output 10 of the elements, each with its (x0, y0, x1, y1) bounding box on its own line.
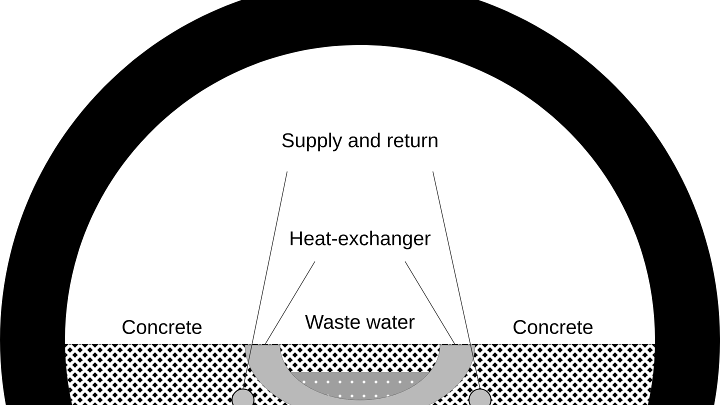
label-text: Supply and return (282, 132, 438, 152)
leader-line (432, 171, 480, 389)
label-text: Concrete (122, 320, 202, 334)
leader-line (242, 171, 288, 389)
leader-line (264, 261, 316, 346)
label-text: Concrete (514, 320, 593, 334)
label-text: Waste water (305, 315, 415, 329)
heat-exchanger-band (244, 344, 476, 405)
label-text: Heat-exchanger (290, 230, 431, 250)
leader-line (404, 261, 456, 346)
